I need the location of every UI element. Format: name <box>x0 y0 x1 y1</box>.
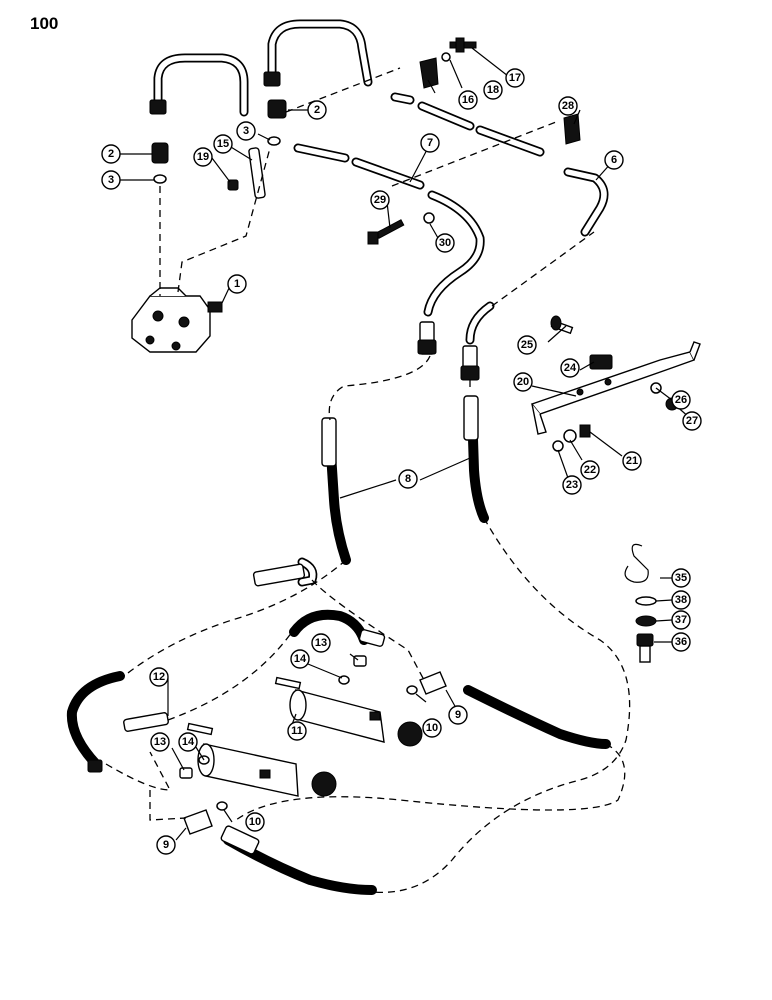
svg-text:23: 23 <box>566 479 578 491</box>
svg-text:11: 11 <box>291 725 303 737</box>
callout-16: 16 <box>458 90 478 110</box>
svg-text:18: 18 <box>487 84 499 96</box>
callout-35: 35 <box>671 568 691 588</box>
svg-text:20: 20 <box>517 376 529 388</box>
steel-tubes-upper <box>149 19 609 381</box>
svg-text:15: 15 <box>217 138 229 150</box>
svg-text:10: 10 <box>249 816 261 828</box>
callout-36: 36 <box>671 632 691 652</box>
svg-text:12: 12 <box>153 671 165 683</box>
svg-text:29: 29 <box>374 194 386 206</box>
callout-19: 19 <box>193 147 213 167</box>
svg-text:6: 6 <box>611 154 617 166</box>
callout-38: 38 <box>671 590 691 610</box>
callout-14b: 14 <box>178 732 198 752</box>
callout-30: 30 <box>435 233 455 253</box>
svg-text:14: 14 <box>294 653 307 665</box>
callout-13a: 13 <box>311 633 331 653</box>
svg-text:21: 21 <box>626 455 638 467</box>
fittings-upper <box>151 37 581 245</box>
callout-24: 24 <box>560 358 580 378</box>
svg-text:13: 13 <box>154 736 166 748</box>
callout-26: 26 <box>671 390 691 410</box>
callout-23: 23 <box>562 475 582 495</box>
svg-text:8: 8 <box>405 473 411 485</box>
callout-3b: 3 <box>101 170 121 190</box>
fittings-lower <box>179 655 447 835</box>
svg-text:9: 9 <box>163 839 169 851</box>
callout-9a: 9 <box>448 705 468 725</box>
svg-text:10: 10 <box>426 722 438 734</box>
page-number: 100 <box>30 14 59 33</box>
callout-9b: 9 <box>156 835 176 855</box>
hoses-upper <box>321 395 489 565</box>
callout-13b: 13 <box>150 732 170 752</box>
svg-text:2: 2 <box>314 104 320 116</box>
callout-22: 22 <box>580 460 600 480</box>
svg-text:2: 2 <box>108 148 114 160</box>
svg-text:30: 30 <box>439 237 451 249</box>
svg-text:35: 35 <box>675 572 687 584</box>
svg-text:36: 36 <box>675 636 687 648</box>
callout-21: 21 <box>622 451 642 471</box>
callout-17: 17 <box>505 68 525 88</box>
callout-20: 20 <box>513 372 533 392</box>
callout-3a: 3 <box>236 121 256 141</box>
leader-lines <box>120 47 691 841</box>
hoses-lower <box>66 557 611 895</box>
callout-25: 25 <box>517 335 537 355</box>
callout-1: 1 <box>227 274 247 294</box>
callout-12: 12 <box>149 667 169 687</box>
callout-27: 27 <box>682 411 702 431</box>
callout-6: 6 <box>604 150 624 170</box>
steering-valve <box>131 287 223 353</box>
svg-text:9: 9 <box>455 709 461 721</box>
callout-7: 7 <box>420 133 440 153</box>
svg-text:3: 3 <box>243 125 249 137</box>
callout-10b: 10 <box>245 812 265 832</box>
svg-text:1: 1 <box>234 278 240 290</box>
callout-15: 15 <box>213 134 233 154</box>
mounting-bracket <box>530 315 701 452</box>
callout-28: 28 <box>558 96 578 116</box>
svg-text:13: 13 <box>315 637 327 649</box>
callout-37: 37 <box>671 610 691 630</box>
svg-text:24: 24 <box>564 362 577 374</box>
steering-cylinders <box>186 676 423 797</box>
callout-18: 18 <box>483 80 503 100</box>
callout-2b: 2 <box>101 144 121 164</box>
svg-text:37: 37 <box>675 614 687 626</box>
callout-8: 8 <box>398 469 418 489</box>
svg-text:26: 26 <box>675 394 687 406</box>
svg-text:19: 19 <box>197 151 209 163</box>
svg-text:7: 7 <box>427 137 433 149</box>
svg-text:28: 28 <box>562 100 574 112</box>
callout-29: 29 <box>370 190 390 210</box>
svg-text:25: 25 <box>521 339 533 351</box>
svg-text:16: 16 <box>462 94 474 106</box>
svg-text:27: 27 <box>686 415 698 427</box>
callout-10a: 10 <box>422 718 442 738</box>
svg-text:38: 38 <box>675 594 687 606</box>
callout-11: 11 <box>287 721 307 741</box>
clip-and-bolt-set <box>624 543 657 663</box>
svg-text:17: 17 <box>509 72 521 84</box>
callout-2a: 2 <box>307 100 327 120</box>
callout-14a: 14 <box>290 649 310 669</box>
connection-dash-lines <box>105 67 631 894</box>
svg-text:14: 14 <box>182 736 195 748</box>
svg-text:3: 3 <box>108 174 114 186</box>
svg-text:22: 22 <box>584 464 596 476</box>
